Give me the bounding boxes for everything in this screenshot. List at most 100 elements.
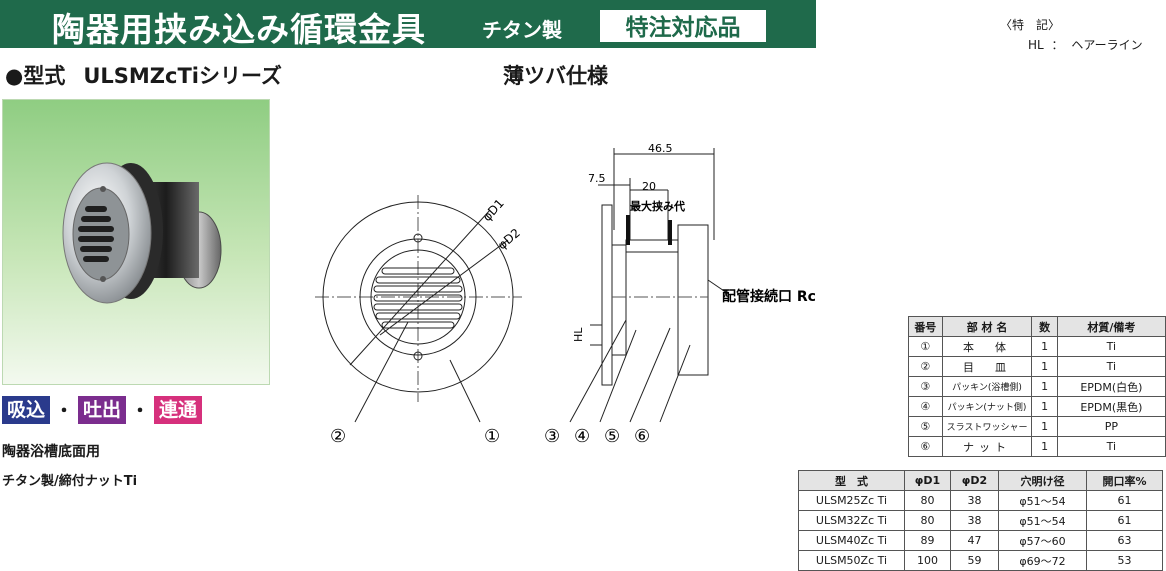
- table-row: ④ パッキン(ナット側) 1 EPDM(黒色): [908, 396, 1166, 417]
- part-qty: 1: [1031, 416, 1058, 437]
- front-view: [315, 195, 522, 423]
- part-number: ③: [908, 376, 943, 397]
- dim-hole: φ57～60: [998, 530, 1087, 551]
- dim-total: 46.5: [648, 142, 673, 155]
- part-name: 本 体: [941, 336, 1033, 357]
- product-photo: [2, 99, 270, 385]
- dims-header-d1: φD1: [904, 470, 951, 491]
- dim-left: 7.5: [588, 172, 606, 185]
- dim-hole: φ69～72: [998, 550, 1087, 571]
- dim-d2: 38: [950, 490, 999, 511]
- callout-gasket-tub: ③: [544, 426, 560, 447]
- dims-header-hole: 穴明け径: [998, 470, 1087, 491]
- dims-header-model: 型 式: [798, 470, 905, 491]
- dim-model: ULSM40Zc Ti: [798, 530, 905, 551]
- parts-header-name: 部 材 名: [941, 316, 1033, 337]
- part-number: ⑤: [908, 416, 943, 437]
- part-qty: 1: [1031, 436, 1058, 457]
- callout-gasket-nut: ④: [574, 426, 590, 447]
- table-row: ② 目 皿 1 Ti: [908, 356, 1166, 377]
- part-material: Ti: [1056, 436, 1166, 457]
- gasket-tub-side: [626, 215, 630, 245]
- dim-model: ULSM50Zc Ti: [798, 550, 905, 571]
- callout-washer: ⑤: [604, 426, 620, 447]
- dim-hole: φ51～54: [998, 510, 1087, 531]
- parts-header-material: 材質/備考: [1056, 316, 1166, 337]
- table-row: ULSM50Zc Ti 100 59 φ69～72 53: [798, 550, 1163, 571]
- usage-note: 陶器浴槽底面用: [2, 444, 100, 460]
- function-tags: 吸込・吐出・連通: [2, 396, 203, 426]
- material-note: チタン製/締付ナットTi: [2, 474, 138, 489]
- custom-order-badge: 特注対応品: [598, 8, 768, 44]
- model-series: ULSMZcTiシリーズ: [83, 64, 282, 88]
- part-name: 目 皿: [941, 356, 1033, 377]
- part-number: ④: [908, 396, 943, 417]
- notes-row: HL ： ヘアーライン: [1028, 36, 1143, 53]
- notes-colon: ：: [1051, 38, 1064, 52]
- dims-header-row: 型 式 φD1 φD2 穴明け径 開口率%: [798, 470, 1163, 491]
- dim-hole: φ51～54: [998, 490, 1087, 511]
- table-row: ⑤ スラストワッシャー 1 PP: [908, 416, 1166, 437]
- dim-d1: 100: [904, 550, 951, 571]
- part-name: ナット: [941, 436, 1033, 457]
- parts-header-qty: 数: [1031, 316, 1058, 337]
- notes-title: 〈特 記〉: [1000, 18, 1061, 32]
- part-number: ①: [908, 336, 943, 357]
- part-material: PP: [1056, 416, 1166, 437]
- table-row: ① 本 体 1 Ti: [908, 336, 1166, 357]
- dim-d2: 47: [950, 530, 999, 551]
- part-number: ②: [908, 356, 943, 377]
- dim-d2: 59: [950, 550, 999, 571]
- dims-header-d2: φD2: [950, 470, 999, 491]
- part-material: EPDM(黒色): [1056, 396, 1166, 417]
- table-row: ③ パッキン(浴槽側) 1 EPDM(白色): [908, 376, 1166, 397]
- dim-clamp: 20: [642, 180, 656, 193]
- tag-separator: ・: [55, 401, 74, 422]
- dim-open-rate: 63: [1086, 530, 1163, 551]
- product-title: 陶器用挟み込み循環金具: [52, 10, 426, 49]
- clamp-label: 最大挟み代: [630, 199, 685, 213]
- dim-open-rate: 61: [1086, 510, 1163, 531]
- table-row: ULSM25Zc Ti 80 38 φ51～54 61: [798, 490, 1163, 511]
- part-material: Ti: [1056, 356, 1166, 377]
- technical-drawing: φD1 φD2 ② ① 46.5 7.5 20 最大挟み代 HL 配管接続口 R…: [315, 142, 816, 447]
- tag-discharge: 吐出: [78, 396, 127, 424]
- dim-model: ULSM25Zc Ti: [798, 490, 905, 511]
- dimensions-table: 型 式 φD1 φD2 穴明け径 開口率% ULSM25Zc Ti 80 38 …: [798, 470, 1163, 571]
- drawing-title: 薄ツバ仕様: [503, 64, 608, 88]
- notes-abbr: HL: [1028, 38, 1044, 52]
- dim-d1: 80: [904, 490, 951, 511]
- tag-connect: 連通: [154, 396, 203, 424]
- parts-header-row: 番号 部 材 名 数 材質/備考: [908, 316, 1166, 337]
- header-banner: 陶器用挟み込み循環金具 チタン製 特注対応品: [0, 0, 816, 49]
- dim-d1: 80: [904, 510, 951, 531]
- product-illustration: [62, 162, 222, 304]
- dim-open-rate: 53: [1086, 550, 1163, 571]
- part-name: パッキン(ナット側): [941, 396, 1033, 417]
- pipe-connection-label: 配管接続口 Rc: [722, 288, 816, 305]
- dim-model: ULSM32Zc Ti: [798, 510, 905, 531]
- gasket-nut-side: [668, 220, 672, 245]
- dim-open-rate: 61: [1086, 490, 1163, 511]
- part-name: スラストワッシャー: [941, 416, 1033, 437]
- table-row: ⑥ ナット 1 Ti: [908, 436, 1166, 457]
- notes-meaning: ヘアーライン: [1071, 38, 1143, 52]
- table-row: ULSM32Zc Ti 80 38 φ51～54 61: [798, 510, 1163, 531]
- dims-header-open-rate: 開口率%: [1086, 470, 1163, 491]
- parts-table: 番号 部 材 名 数 材質/備考 ① 本 体 1 Ti ② 目 皿 1 Ti ③…: [908, 316, 1166, 457]
- part-qty: 1: [1031, 356, 1058, 377]
- part-number: ⑥: [908, 436, 943, 457]
- part-name: パッキン(浴槽側): [941, 376, 1033, 397]
- tag-separator: ・: [131, 401, 150, 422]
- callout-cover: ②: [330, 426, 346, 447]
- hl-label: HL: [572, 327, 585, 342]
- table-row: ULSM40Zc Ti 89 47 φ57～60 63: [798, 530, 1163, 551]
- callout-body: ①: [484, 426, 500, 447]
- part-qty: 1: [1031, 376, 1058, 397]
- callout-nut: ⑥: [634, 426, 650, 447]
- part-material: Ti: [1056, 336, 1166, 357]
- parts-header-number: 番号: [908, 316, 943, 337]
- part-qty: 1: [1031, 336, 1058, 357]
- phi-d1-label: φD1: [480, 196, 507, 224]
- dim-d1: 89: [904, 530, 951, 551]
